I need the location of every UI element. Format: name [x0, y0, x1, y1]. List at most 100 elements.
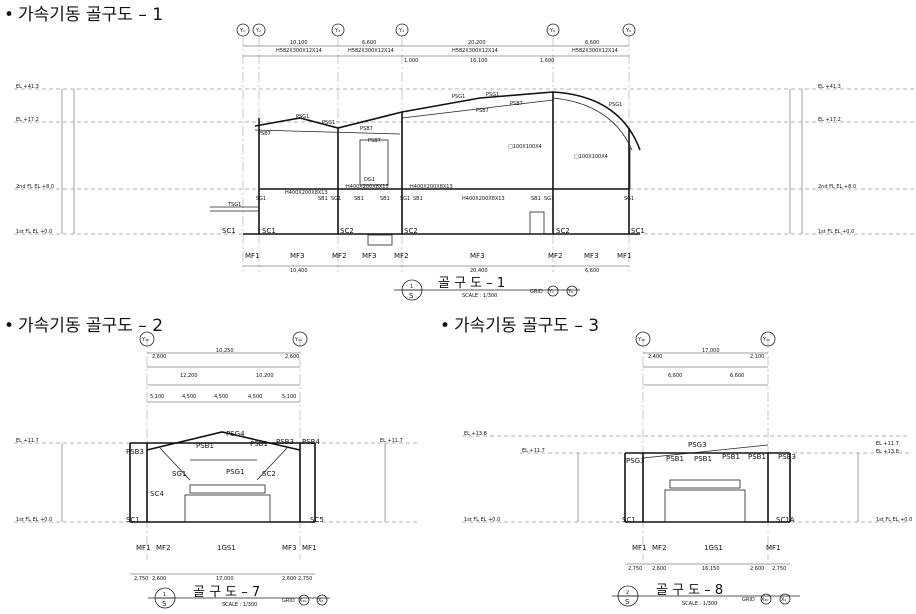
member-label: SB1 — [354, 196, 364, 202]
drawing-title: 골 구 도 – 8 — [656, 583, 723, 598]
heading-text-3: 가속기동 골구도 – 3 — [454, 316, 600, 336]
member-label: PSB3 — [126, 448, 144, 456]
member-label: PSB7 — [510, 101, 523, 107]
footing-label: MF3 — [362, 252, 377, 260]
member-label: SB1 — [380, 196, 390, 202]
footing-label: MF1 — [617, 252, 632, 260]
member-label: SG1 — [544, 196, 554, 202]
top-dim: 2,600 — [152, 354, 166, 360]
level-label: EL +41.3 — [818, 84, 841, 90]
member-label: SB1 — [413, 196, 423, 202]
bottom-dim: 2,600 — [652, 566, 666, 572]
bottom-dim: 6,600 — [585, 268, 599, 274]
bottom-dim: 2,600 — [750, 566, 764, 572]
sub-dim: 12,200 — [180, 373, 198, 379]
member-label: PSB4 — [302, 438, 320, 446]
member-label: PSB1 — [250, 440, 268, 448]
bottom-dim: 2,600 — [152, 576, 166, 582]
bottom-dim: 2,750 — [772, 566, 786, 572]
top-dim: 10,250 — [216, 348, 234, 354]
member-label: PSG1 — [226, 468, 245, 476]
grid-ref-label: GRID — [742, 597, 755, 603]
bullet: • — [4, 5, 15, 25]
member-label: PSB1 — [666, 455, 684, 463]
level-label: 1st FL EL +0.0 — [16, 229, 52, 235]
grid-bubble-label: Y₃ — [334, 28, 340, 34]
member-label: PSG1 — [296, 114, 309, 120]
grid-ref-label: GRID — [282, 598, 295, 604]
note: H400X200X8X13 — [462, 196, 505, 202]
column-label: SC1 — [631, 227, 645, 235]
note: H400X200X8X13 — [410, 184, 453, 190]
drawing-title: 골 구 도 – 7 — [193, 585, 260, 600]
member-label: SG1 — [624, 196, 634, 202]
beam-label: H582X300X12X14 — [572, 48, 618, 54]
grid-bubbles-1: Y₁ Y₂ Y₃ Y₄ Y₆ Y₈ — [236, 23, 636, 37]
bay-dim: 5,100 — [282, 394, 296, 400]
top-dim: 2,400 — [648, 354, 662, 360]
level-label: 2nd FL EL +8.0 — [16, 184, 54, 190]
grid-bubble-label: Y₁₀ — [637, 337, 645, 343]
level-label: 1st FL EL +0.0 — [876, 517, 912, 523]
sub-dim: 6,600 — [668, 373, 682, 379]
footing-label: MF2 — [548, 252, 563, 260]
note: H400X200X8X13 — [285, 190, 328, 196]
footing-label: MF1 — [245, 252, 260, 260]
member-label: SC1A — [776, 516, 795, 524]
grid-ref-from: Y₁ — [548, 289, 554, 295]
heading-drawing-3: •가속기동 골구도 – 3 — [440, 311, 599, 336]
bottom-dim: 2,750 — [134, 576, 148, 582]
drawing-1-elevation: Y₁ Y₂ Y₃ Y₄ Y₆ Y₈ 10,100 6,600 20,200 6,… — [14, 23, 916, 301]
drawing-scale: SCALE : 1/300 — [222, 602, 257, 608]
sub-dim: 1,600 — [540, 58, 554, 64]
top-dim: 10,100 — [290, 40, 308, 46]
drawing-2-elevation: Y₁₀ Y₁₁ 2,600 10,250 2,600 12,200 10,200… — [14, 331, 420, 609]
sheet-letter: S — [162, 600, 167, 608]
grid-bubble-label: Y₄ — [398, 28, 404, 34]
member-label: SC2 — [262, 470, 276, 478]
member-label: PSG1 — [609, 102, 622, 108]
member-label: PSB1 — [196, 442, 214, 450]
bottom-dim: 2,750 — [628, 566, 642, 572]
footing-label: MF3 — [584, 252, 599, 260]
top-dim: 6,600 — [362, 40, 376, 46]
column-label: SC2 — [556, 227, 570, 235]
grid-ref-to: X₂ — [781, 597, 786, 603]
bay-dim: 4,500 — [182, 394, 196, 400]
bottom-dim: 17,000 — [216, 576, 234, 582]
grid-bubble-label: Y₁₀ — [141, 337, 149, 343]
member-label: PSB3 — [276, 438, 294, 446]
footing-label: MF1 — [766, 544, 781, 552]
member-label: PSG4 — [226, 430, 245, 438]
bay-dim: 4,500 — [248, 394, 262, 400]
member-label: PSG1 — [486, 92, 499, 98]
bottom-dim: 2,600 — [282, 576, 296, 582]
note: □100X100X4 — [574, 154, 608, 160]
member-label: SC1 — [126, 516, 140, 524]
member-label: SG1 — [256, 196, 266, 202]
sub-dim: 1,000 — [404, 58, 418, 64]
level-label: EL +17.2 — [818, 117, 841, 123]
grid-ref-from: X₁₀ — [299, 598, 306, 604]
member-label: SG1 — [400, 196, 410, 202]
member-label: TSG1 — [227, 202, 241, 208]
member-label: SC5 — [310, 516, 324, 524]
column-label: SC2 — [340, 227, 354, 235]
level-label: 1st FL EL +0.0 — [464, 517, 500, 523]
grid-bubble-label: Y₁₁ — [294, 337, 302, 343]
heading-text-2: 가속기동 골구도 – 2 — [18, 316, 164, 336]
heading-text-1: 가속기동 골구도 – 1 — [18, 5, 164, 25]
drawing-scale: SCALE : 1/300 — [682, 601, 717, 607]
footing-label: MF2 — [332, 252, 347, 260]
bay-dim: 5,100 — [150, 394, 164, 400]
note: H400X200X8X13 — [346, 184, 389, 190]
level-label: EL +13.8 — [464, 431, 487, 437]
sub-dim: 16,100 — [470, 58, 488, 64]
footing-label: MF3 — [290, 252, 305, 260]
bullet: • — [440, 316, 451, 336]
top-dim: 2,600 — [285, 354, 299, 360]
column-label: SC1 — [222, 227, 236, 235]
bay-dim: 4,500 — [214, 394, 228, 400]
member-label: PSB7 — [476, 108, 489, 114]
member-label: SC4 — [150, 490, 164, 498]
